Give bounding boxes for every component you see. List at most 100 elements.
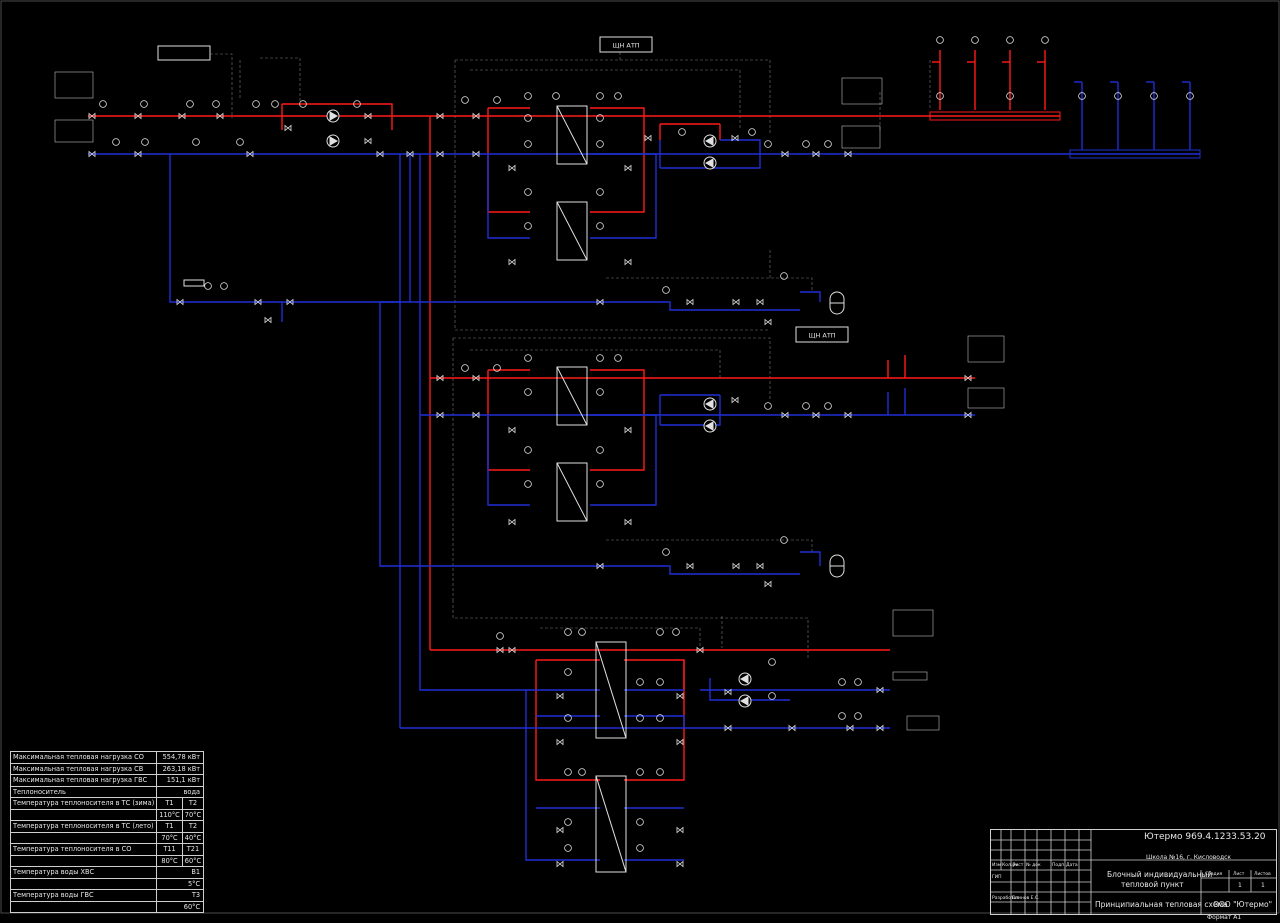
gauge-icon (596, 114, 604, 122)
heat-exchanger-gvs-1 (595, 641, 627, 739)
gauge-icon (552, 92, 560, 100)
spec-row: 60°С (9, 900, 205, 913)
gauge-icon (1186, 92, 1194, 100)
valve-icon (764, 318, 772, 326)
header-izm: Изм (992, 863, 1002, 868)
valve-icon (556, 826, 564, 834)
spec-label: Максимальная тепловая нагрузка СО (9, 751, 158, 764)
gauge-icon (656, 768, 664, 776)
gauge-icon (524, 140, 532, 148)
gauges (99, 36, 1194, 852)
gauge-icon (99, 100, 107, 108)
gauge-icon (524, 480, 532, 488)
valve-icon (436, 411, 444, 419)
header-kol: Кол.уч (1002, 863, 1018, 868)
spec-value: Т1 (156, 820, 183, 833)
header-date: Дата (1066, 863, 1078, 868)
gauge-icon (524, 354, 532, 362)
collector-supply (929, 111, 1061, 121)
info-boxes (54, 71, 1005, 731)
gauge-icon (524, 446, 532, 454)
header-doc: № док (1026, 863, 1041, 868)
drawing-name: Принципиальная тепловая схема (1095, 900, 1228, 909)
valve-icon (508, 646, 516, 654)
valve-icon (732, 562, 740, 570)
gauge-icon (578, 768, 586, 776)
pumps (326, 109, 752, 708)
valve-icon (508, 426, 516, 434)
gauge-icon (192, 138, 200, 146)
spec-label: Температура воды ХВС (9, 866, 158, 879)
spec-value: 80°С (156, 854, 183, 867)
gauge-icon (220, 282, 228, 290)
gauge-icon (764, 402, 772, 410)
gauge-icon (564, 818, 572, 826)
title-line-2: тепловой пункт (1121, 880, 1184, 889)
spec-label: Максимальная тепловая нагрузка СВ (9, 762, 158, 775)
valves (88, 112, 972, 868)
valve-icon (624, 518, 632, 526)
heat-exchanger-sv-1 (556, 366, 588, 426)
spec-label: Температура теплоносителя в ТС (лето) (9, 820, 158, 833)
gauge-icon (662, 286, 670, 294)
gauge-icon (854, 678, 862, 686)
valve-icon (788, 724, 796, 732)
spec-label (9, 900, 158, 913)
spec-value: вода (156, 785, 205, 798)
stage-header: Стадия (1205, 872, 1223, 877)
valve-icon (756, 562, 764, 570)
valve-icon (246, 150, 254, 158)
valve-icon (508, 518, 516, 526)
gauge-icon (636, 768, 644, 776)
gauge-icon (824, 402, 832, 410)
valve-icon (134, 112, 142, 120)
valve-icon (134, 150, 142, 158)
gauge-icon (838, 712, 846, 720)
gauge-icon (271, 100, 279, 108)
valve-icon (178, 112, 186, 120)
developer-name: Блинов Е.С. (1012, 896, 1040, 901)
valve-icon (756, 298, 764, 306)
spec-row: 5°С (9, 877, 205, 890)
valve-icon (876, 724, 884, 732)
spec-value: 110°С (156, 808, 183, 821)
valve-icon (624, 426, 632, 434)
gauge-icon (1041, 36, 1049, 44)
gauge-icon (596, 446, 604, 454)
gauge-icon (564, 714, 572, 722)
valve-icon (624, 258, 632, 266)
gauge-icon (1006, 92, 1014, 100)
atp-cabinets: ЩН АТП ЩН АТП (599, 36, 849, 343)
gauge-icon (212, 100, 220, 108)
valve-icon (436, 112, 444, 120)
gauge-icon (112, 138, 120, 146)
gauge-icon (204, 282, 212, 290)
gauge-icon (524, 222, 532, 230)
gauge-icon (768, 658, 776, 666)
spec-label: Температура теплоносителя в СО (9, 843, 158, 856)
valve-icon (364, 112, 372, 120)
gauge-icon (656, 678, 664, 686)
gauge-icon (1114, 92, 1122, 100)
gauge-icon (838, 678, 846, 686)
gauge-icon (1006, 36, 1014, 44)
gauge-icon (672, 628, 680, 636)
valve-icon (876, 686, 884, 694)
gauge-icon (564, 628, 572, 636)
valve-icon (676, 692, 684, 700)
spec-value: 60°С (181, 854, 205, 867)
gauge-icon (524, 388, 532, 396)
spec-value: Т3 (156, 889, 205, 902)
organization: ООО "Ютермо" (1213, 900, 1273, 909)
return-pipes (88, 81, 1201, 861)
gauge-icon (564, 768, 572, 776)
spec-value: Т2 (181, 820, 205, 833)
gauge-icon (936, 92, 944, 100)
gauge-icon (461, 96, 469, 104)
valve-icon (846, 724, 854, 732)
gauge-icon (1150, 92, 1158, 100)
spec-value: 40°С (181, 831, 205, 844)
